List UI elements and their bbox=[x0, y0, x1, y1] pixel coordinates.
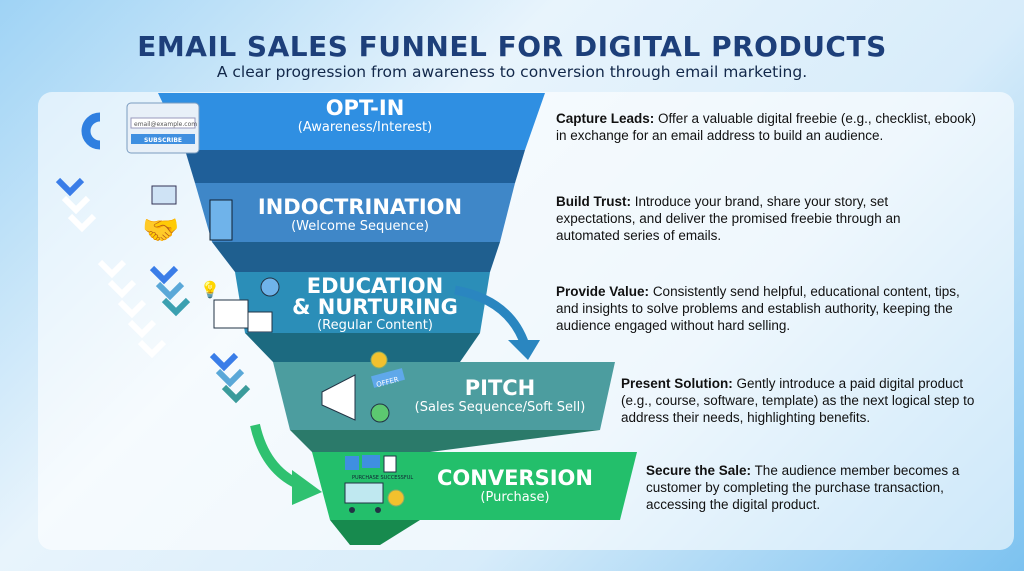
chevron-decoration-icon bbox=[55, 177, 251, 404]
funnel-band-indoctrination bbox=[195, 183, 515, 242]
lightbulb-icon: 💡 bbox=[200, 280, 220, 299]
envelope-icon bbox=[151, 185, 177, 205]
funnel-connector bbox=[185, 150, 525, 183]
cart-badge-icon bbox=[370, 403, 390, 423]
coin-icon bbox=[387, 489, 405, 507]
book-icon bbox=[213, 299, 249, 329]
shopping-cart-icon bbox=[344, 482, 384, 504]
stage-description-pitch: Present Solution: Gently introduce a pai… bbox=[621, 376, 975, 425]
magnet-icon bbox=[81, 112, 101, 150]
megaphone-icon bbox=[321, 374, 356, 421]
arrow-head-icon bbox=[508, 340, 540, 360]
stage-label-conversion: CONVERSION(Purchase) bbox=[437, 466, 593, 505]
stage-label-opt-in: OPT-IN(Awareness/Interest) bbox=[297, 96, 433, 135]
curved-arrow-icon bbox=[454, 285, 530, 347]
stage-description-education: Provide Value: Consistently send helpful… bbox=[556, 284, 960, 333]
arrow-head-icon bbox=[292, 470, 322, 505]
stage-label-indoctrination: INDOCTRINATION(Welcome Sequence) bbox=[257, 195, 463, 234]
funnel-band-pitch bbox=[273, 362, 615, 430]
funnel-band-education bbox=[235, 272, 490, 333]
coin-icon bbox=[370, 351, 388, 369]
stage-description-indoctrination: Build Trust: Introduce your brand, share… bbox=[556, 194, 901, 243]
purchase-successful-label: PURCHASE SUCCESSFUL bbox=[352, 475, 413, 481]
page-title: EMAIL SALES FUNNEL FOR DIGITAL PRODUCTS bbox=[137, 30, 887, 63]
question-icon bbox=[260, 277, 280, 297]
calendar-icon bbox=[247, 311, 273, 333]
funnel-band-opt-in bbox=[158, 93, 545, 150]
handshake-icon: 🤝 bbox=[142, 213, 179, 248]
stage-label-pitch: PITCH(Sales Sequence/Soft Sell) bbox=[414, 376, 586, 415]
document-icon bbox=[383, 455, 397, 473]
subscribe-button: SUBSCRIBE bbox=[144, 137, 182, 144]
page-subtitle: A clear progression from awareness to co… bbox=[216, 63, 808, 81]
funnel-connector bbox=[330, 520, 420, 545]
stage-description-opt-in: Capture Leads: Offer a valuable digital … bbox=[556, 111, 976, 143]
browser-icon bbox=[345, 456, 359, 470]
funnel-connector bbox=[245, 333, 480, 362]
video-icon bbox=[362, 455, 380, 468]
stage-label-education: EDUCATION& NURTURING(Regular Content) bbox=[292, 274, 458, 334]
stage-description-conversion: Secure the Sale: The audience member bec… bbox=[646, 463, 960, 512]
funnel-connector bbox=[290, 430, 600, 452]
door-icon bbox=[209, 199, 233, 241]
offer-tag-icon bbox=[370, 368, 406, 388]
email-placeholder: email@example.com bbox=[134, 121, 197, 128]
funnel-connector bbox=[212, 242, 500, 272]
